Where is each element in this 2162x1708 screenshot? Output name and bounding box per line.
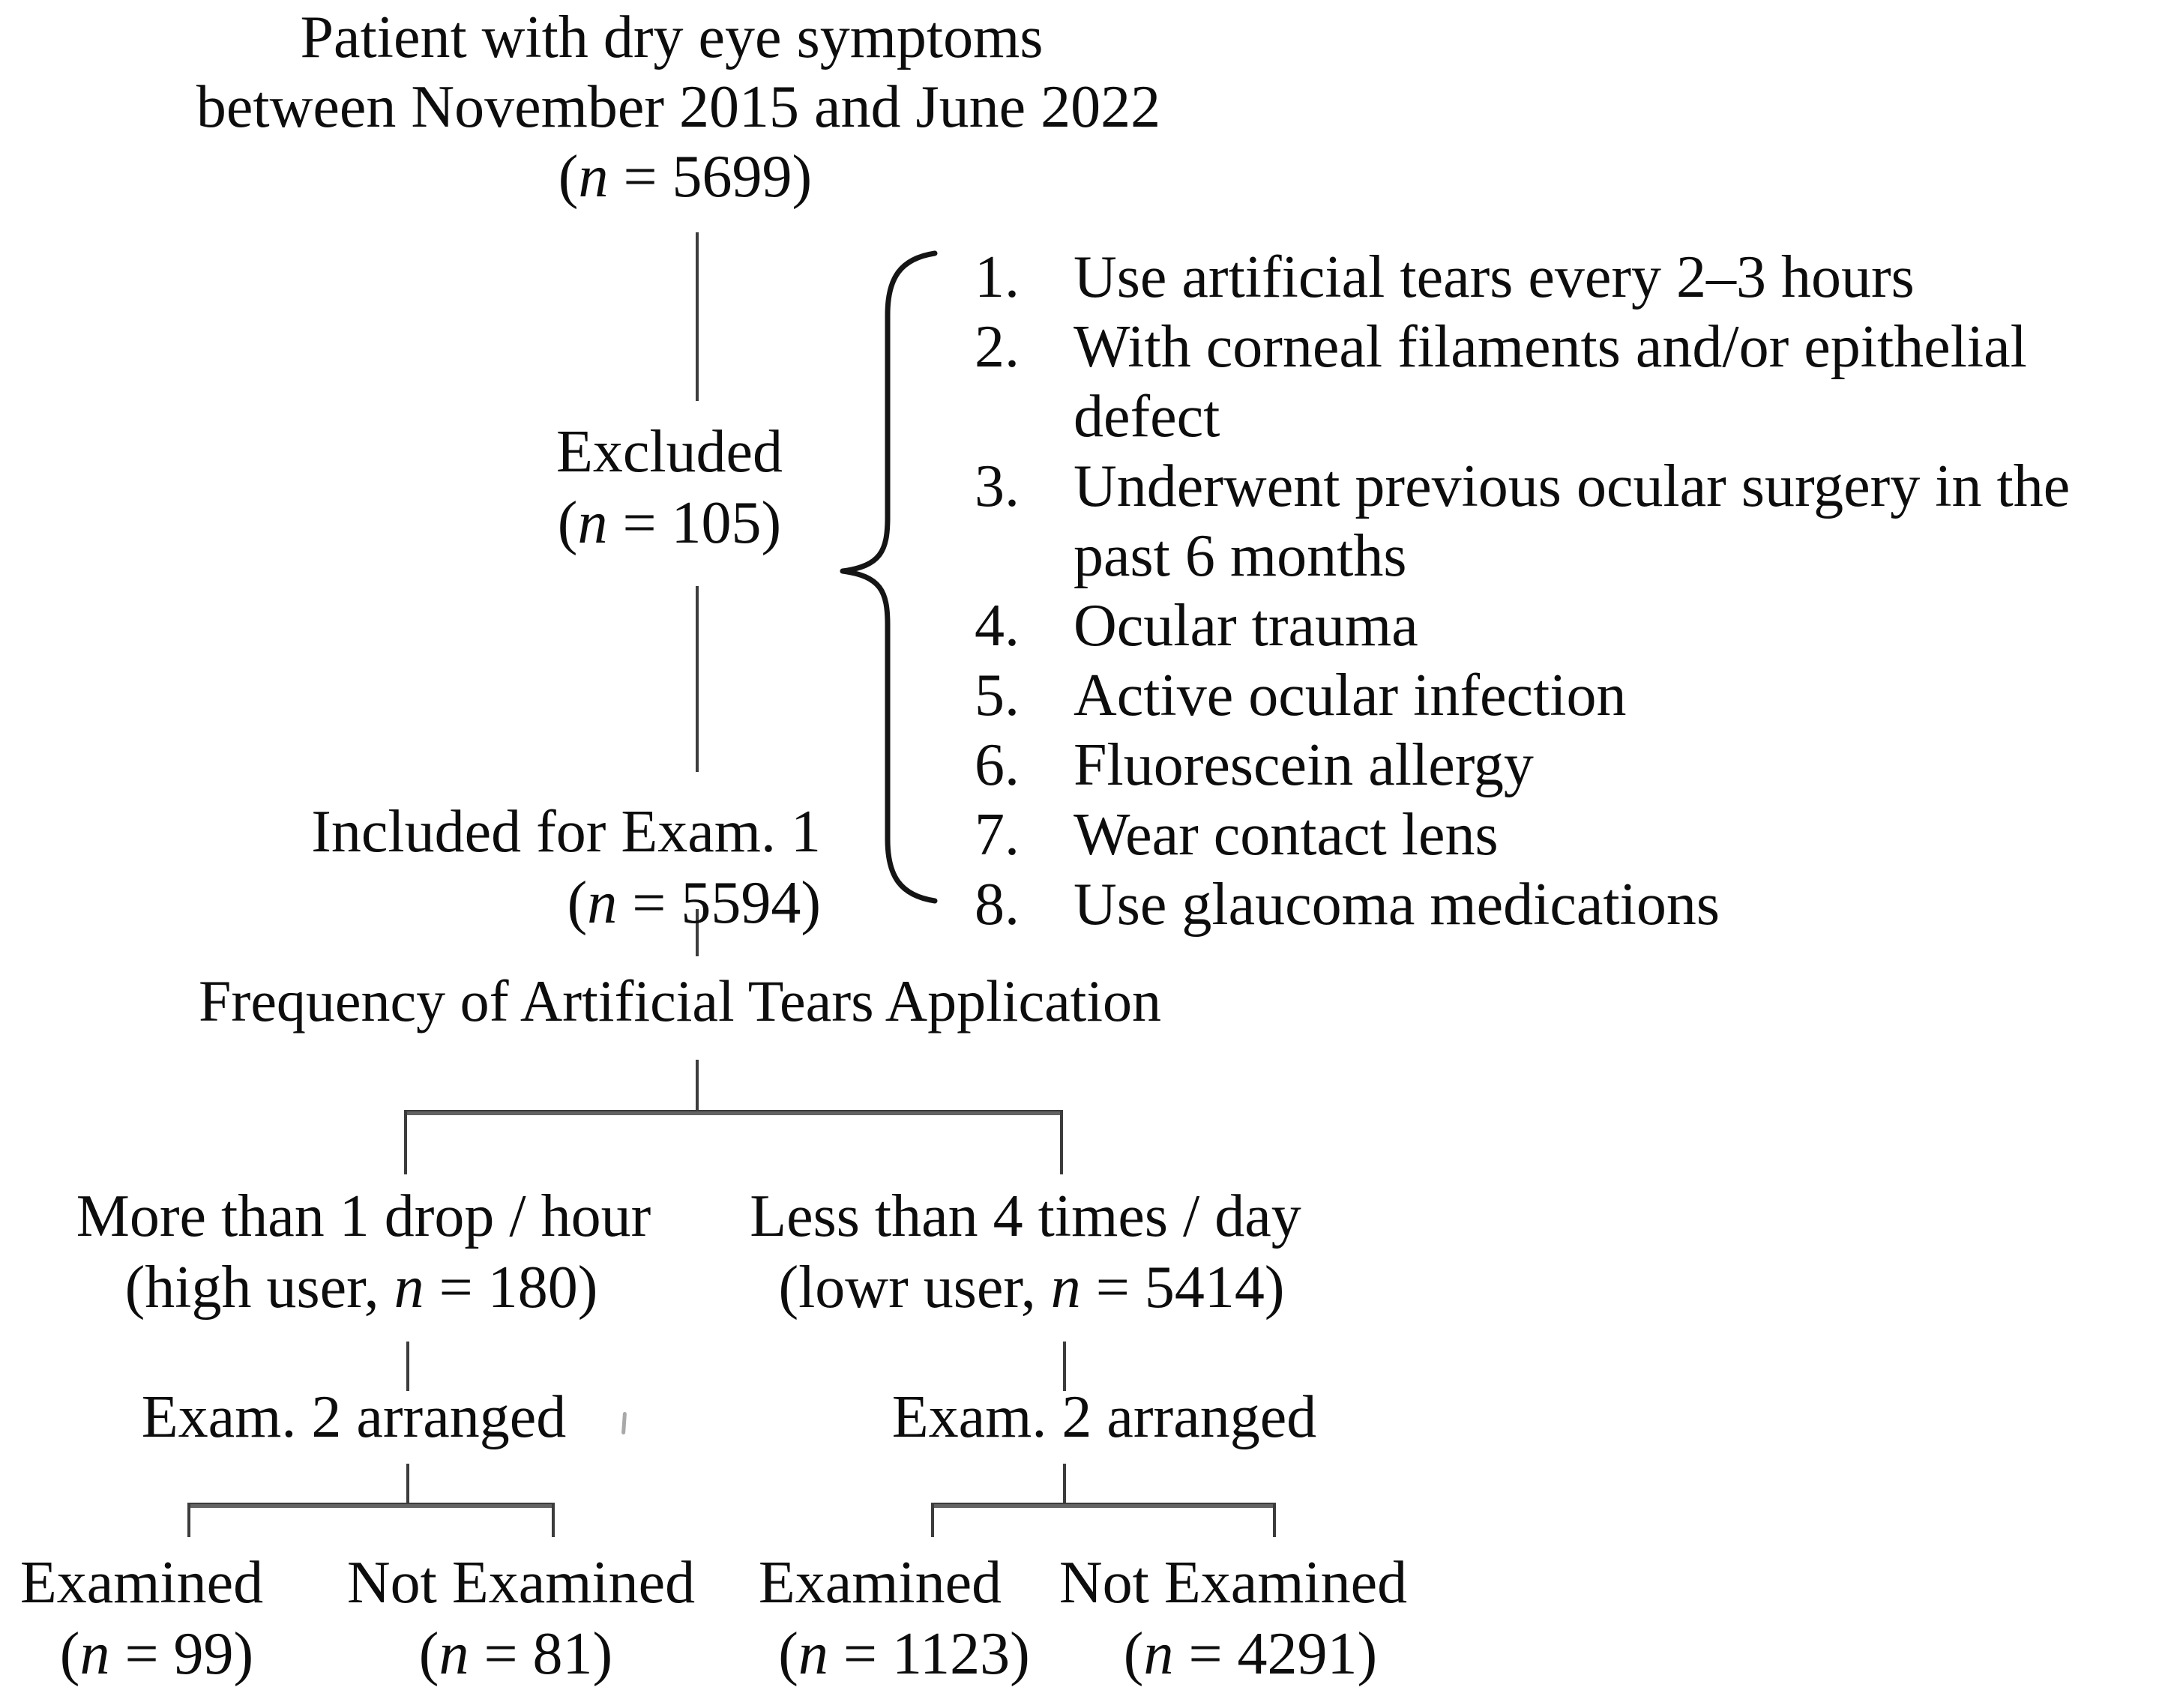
exclusion-item-text: Use artificial tears every 2–3 hours — [1074, 243, 2070, 313]
outcome-not-examined-high-count: (n = 81) — [418, 1621, 613, 1687]
exclusion-list-item: 5. Active ocular infection — [975, 661, 2070, 731]
outcome-not-examined-low-count: (n = 4291) — [1123, 1621, 1378, 1687]
connector-frequency-to-branch — [696, 1060, 699, 1112]
included-node-count: (n = 5594) — [567, 870, 821, 936]
connector-included-to-frequency — [696, 909, 699, 956]
exclusion-list-item: 3. Underwent previous ocular surgery in … — [975, 452, 2070, 591]
connector-high-user-to-exam2 — [406, 1342, 409, 1391]
exclusion-item-line: Use glaucoma medications — [1074, 872, 1720, 938]
population-node-line2: between November 2015 and June 2022 — [196, 74, 1161, 140]
exclusion-list-item: 2. With corneal filaments and/or epithel… — [975, 313, 2070, 452]
exclusion-item-line: Use artificial tears every 2–3 hours — [1074, 244, 1915, 310]
exclusion-item-number: 6. — [975, 732, 1020, 798]
connector-excluded-to-included — [696, 586, 699, 772]
exclusion-item-number: 8. — [975, 872, 1020, 938]
outcome-examined-high-count: (n = 99) — [59, 1621, 254, 1687]
excluded-node-label: Excluded — [555, 419, 783, 485]
exclusion-item-line: Underwent previous ocular surgery in the — [1074, 453, 2071, 519]
exclusion-item-line: Active ocular infection — [1074, 663, 1627, 728]
branch2-right-horizontal-line — [931, 1503, 1276, 1508]
exclusion-item-text: Active ocular infection — [1074, 661, 2070, 731]
branch1-horizontal-line — [406, 1110, 1063, 1115]
exclusion-list-item: 4. Ocular trauma — [975, 591, 2070, 661]
exclusion-item-number: 4. — [975, 593, 1020, 659]
population-node-line1: Patient with dry eye symptoms — [300, 4, 1044, 70]
low-user-node-count: (lowr user, n = 5414) — [778, 1255, 1285, 1321]
exclusion-item-line: defect — [1074, 384, 1220, 450]
high-user-node-label: More than 1 drop / hour — [76, 1183, 651, 1249]
exclusion-item-number: 7. — [975, 802, 1020, 868]
exclusion-item-number: 5. — [975, 663, 1020, 728]
excluded-node-count: (n = 105) — [557, 490, 782, 556]
frequency-node-label: Frequency of Artificial Tears Applicatio… — [198, 968, 1162, 1033]
exam2-left-node-label: Exam. 2 arranged — [141, 1384, 567, 1450]
high-user-node-count: (high user, n = 180) — [124, 1255, 598, 1321]
exclusion-list-item: 1. Use artificial tears every 2–3 hours — [975, 243, 2070, 313]
exam2-right-node-label: Exam. 2 arranged — [891, 1384, 1317, 1450]
exclusion-item-line: past 6 months — [1074, 523, 1407, 589]
exclusion-item-line: With corneal filaments and/or epithelial — [1074, 314, 2027, 380]
exclusion-list-item: 7. Wear contact lens — [975, 800, 2070, 870]
exclusion-item-number: 3. — [975, 453, 1020, 519]
exclusion-item-line: Fluorescein allergy — [1074, 732, 1534, 798]
branch2-left-horizontal-line — [187, 1503, 555, 1508]
outcome-examined-high-label: Examined — [19, 1550, 264, 1616]
connector-top-to-excluded — [696, 232, 699, 401]
outcome-not-examined-low-label: Not Examined — [1059, 1550, 1408, 1616]
exclusion-item-line: Ocular trauma — [1074, 593, 1418, 659]
exclusion-item-text: Use glaucoma medications — [1074, 870, 2070, 940]
population-node-count: (n = 5699) — [558, 144, 813, 210]
branch2-left-drop-right — [552, 1503, 555, 1537]
low-user-node-label: Less than 4 times / day — [750, 1183, 1301, 1249]
branch2-right-drop-right — [1273, 1503, 1276, 1537]
exclusion-list-item: 8. Use glaucoma medications — [975, 870, 2070, 940]
branch2-right-drop-left — [931, 1503, 934, 1537]
branch1-left-drop — [404, 1110, 407, 1174]
branch2-left-drop-left — [187, 1503, 190, 1537]
outcome-examined-low-count: (n = 1123) — [778, 1621, 1030, 1687]
exclusion-item-text: Wear contact lens — [1074, 800, 2070, 870]
exclusion-item-text: Fluorescein allergy — [1074, 731, 2070, 800]
included-node-label: Included for Exam. 1 — [311, 799, 821, 865]
exclusion-item-text: With corneal filaments and/or epithelial… — [1074, 313, 2070, 452]
branch1-right-drop — [1060, 1110, 1063, 1174]
exclusion-item-number: 2. — [975, 314, 1020, 380]
exclusion-list: 1. Use artificial tears every 2–3 hours … — [975, 243, 2070, 940]
exclusion-list-item: 6. Fluorescein allergy — [975, 731, 2070, 800]
connector-exam2-right-to-branch — [1063, 1464, 1066, 1507]
outcome-not-examined-high-label: Not Examined — [346, 1550, 696, 1616]
exclusion-item-number: 1. — [975, 244, 1020, 310]
curly-brace-icon — [840, 250, 938, 904]
connector-exam2-left-to-branch — [406, 1464, 409, 1507]
exclusion-item-text: Underwent previous ocular surgery in the… — [1074, 452, 2070, 591]
outcome-examined-low-label: Examined — [758, 1550, 1002, 1616]
connector-low-user-to-exam2 — [1063, 1342, 1066, 1391]
stray-mark — [621, 1411, 627, 1435]
exclusion-item-line: Wear contact lens — [1074, 802, 1499, 868]
exclusion-item-text: Ocular trauma — [1074, 591, 2070, 661]
